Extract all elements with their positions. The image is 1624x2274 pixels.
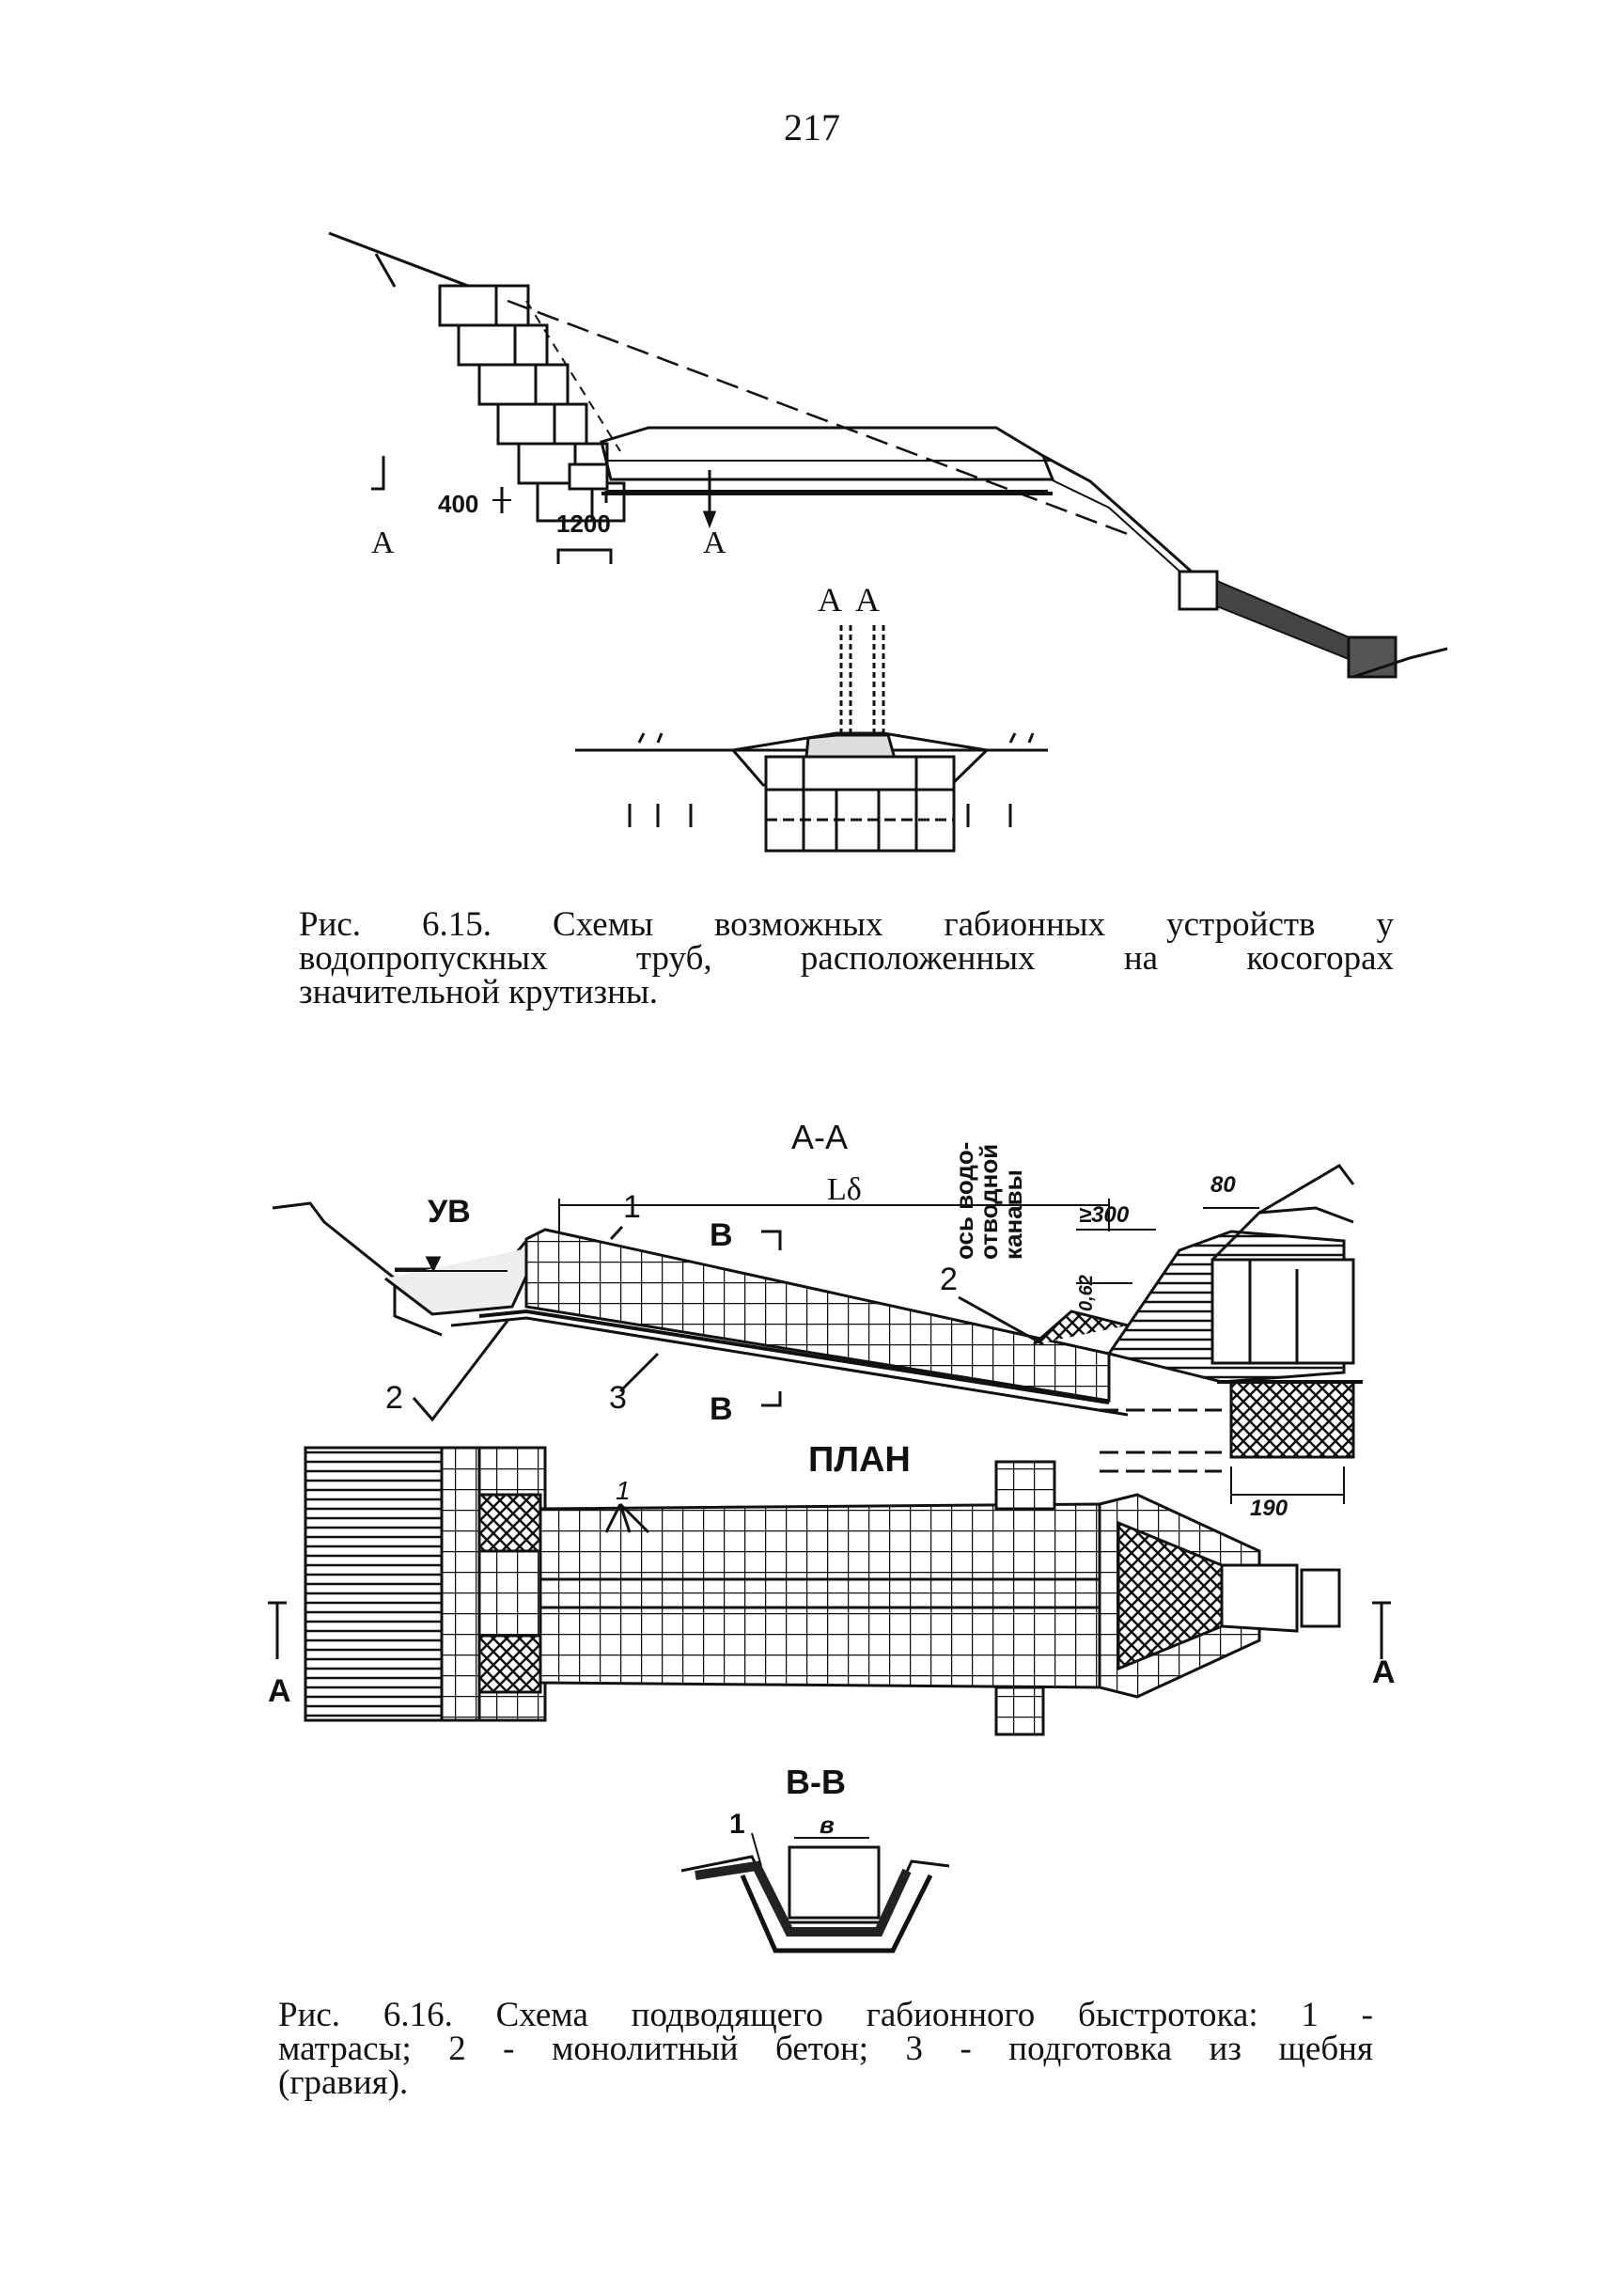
caption-line: водопропускных труб, расположенных на ко… <box>299 939 1394 978</box>
section-a-right-label: A <box>703 525 726 560</box>
plan-label-1: 1 <box>616 1476 631 1505</box>
section-aa-drawing <box>575 625 1048 853</box>
plan-section-left-label: А <box>268 1673 291 1709</box>
axis-label-line1: ось водо- <box>950 1142 978 1260</box>
label-1-top: 1 <box>623 1189 641 1225</box>
label-3: 3 <box>609 1380 627 1416</box>
gabion-stack <box>438 284 626 523</box>
dim-190-label: 190 <box>1250 1496 1288 1521</box>
plan-section-right-label: А <box>1372 1655 1396 1690</box>
label-2-left: 2 <box>385 1380 403 1416</box>
axis-label-line2: отводной <box>975 1144 1003 1260</box>
caption-line: значительной крутизны. <box>299 973 659 1012</box>
section-aa-title-2: А-А <box>791 1118 848 1156</box>
caption-line: Рис. 6.16. Схема подводящего габионного … <box>278 1996 1373 2034</box>
caption-line: Рис. 6.15. Схемы возможных габионных уст… <box>299 905 1394 944</box>
section-bb-drawing <box>680 1832 950 1953</box>
figure-6-16-drawing: А-А <box>268 1118 1396 1953</box>
axis-label-line3: канавы <box>999 1169 1027 1260</box>
bb-label-1: 1 <box>729 1809 745 1840</box>
dim-300-label: ≥300 <box>1079 1202 1130 1228</box>
dim-1200-label: 1200 <box>556 510 611 538</box>
bb-dim-b: в <box>820 1811 835 1839</box>
section-b-bottom-label: В <box>710 1391 733 1427</box>
plan-title: ПЛАН <box>808 1440 911 1480</box>
caption-line: (гравия). <box>278 2063 409 2102</box>
figure-6-15-drawing: A A 400 1200 A A <box>328 231 1448 853</box>
section-a-left-label: A <box>371 525 395 560</box>
dim-80-label: 80 <box>1210 1172 1236 1198</box>
dim-062-label: 0,62 <box>1076 1275 1097 1311</box>
uv-label: УВ <box>428 1194 471 1230</box>
section-aa-title: A A <box>818 581 880 619</box>
section-b-top-label: В <box>710 1217 733 1253</box>
caption-line: матрасы; 2 - монолитный бетон; 3 - подго… <box>278 2030 1373 2068</box>
dim-400-label: 400 <box>438 490 478 518</box>
figure-6-16-caption: Рис. 6.16. Схема подводящего габионного … <box>278 1996 1373 2102</box>
figure-6-15-caption: Рис. 6.15. Схемы возможных габионных уст… <box>299 905 1394 1012</box>
page-number: 217 <box>784 106 840 149</box>
label-2-right: 2 <box>940 1262 958 1297</box>
section-bb-title: В-В <box>786 1763 846 1801</box>
lb-label: Lδ <box>827 1172 862 1207</box>
svg-text:ось водо- отводной: ось водо- отводной канавы <box>950 1135 1027 1260</box>
